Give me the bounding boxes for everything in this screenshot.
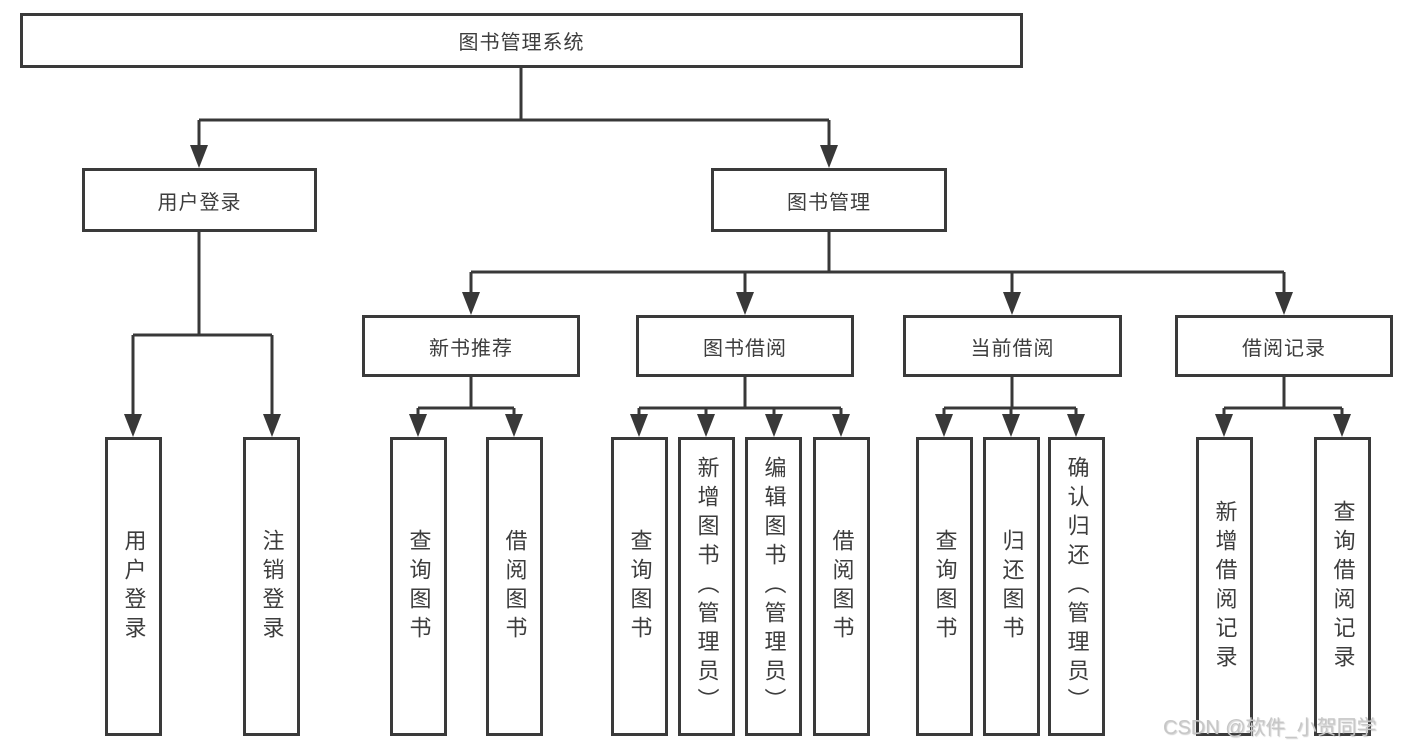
node-label: 新增借阅记录 [1212, 499, 1238, 674]
node-label: 查询借阅记录 [1330, 499, 1356, 674]
node-return-books: 归还图书 [983, 437, 1040, 736]
node-label: 确认归还（管理员） [1064, 456, 1090, 717]
node-label: 查询图书 [406, 528, 432, 645]
node-label: 借阅图书 [829, 528, 855, 645]
node-label: 图书管理 [787, 191, 871, 214]
node-user-login: 用户登录 [105, 437, 162, 736]
node-label: 用户登录 [157, 191, 242, 214]
node-borrow-books-recommend: 借阅图书 [486, 437, 543, 736]
node-label: 图书借阅 [703, 337, 787, 360]
node-user-login-branch: 用户登录 [82, 168, 317, 232]
node-label: 用户登录 [121, 528, 147, 645]
watermark-text: CSDN @软件_小贺同学 [1163, 717, 1377, 739]
node-current-borrowing: 当前借阅 [903, 315, 1122, 377]
node-label: 借阅图书 [502, 528, 528, 645]
node-query-books-recommend: 查询图书 [390, 437, 447, 736]
node-new-book-recommendation: 新书推荐 [362, 315, 580, 377]
node-label: 查询图书 [932, 528, 958, 645]
arrowheads [124, 145, 1351, 437]
node-label: 编辑图书（管理员） [761, 456, 787, 717]
node-query-books-borrow: 查询图书 [611, 437, 668, 736]
node-logout: 注销登录 [243, 437, 300, 736]
node-label: 查询图书 [627, 528, 653, 645]
node-add-borrow-record: 新增借阅记录 [1196, 437, 1253, 736]
node-book-borrowing: 图书借阅 [636, 315, 854, 377]
node-label: 当前借阅 [970, 337, 1055, 360]
node-label: 借阅记录 [1242, 337, 1326, 360]
node-add-books-admin: 新增图书（管理员） [678, 437, 735, 736]
node-label: 注销登录 [259, 528, 285, 645]
node-query-borrow-record: 查询借阅记录 [1314, 437, 1371, 736]
node-library-management-system: 图书管理系统 [20, 13, 1023, 68]
node-book-management-branch: 图书管理 [711, 168, 947, 232]
node-label: 图书管理系统 [458, 32, 585, 54]
node-query-books-current: 查询图书 [916, 437, 973, 736]
node-borrowing-records: 借阅记录 [1175, 315, 1393, 377]
node-label: 归还图书 [999, 528, 1025, 645]
node-borrow-books: 借阅图书 [813, 437, 870, 736]
node-confirm-return-admin: 确认归还（管理员） [1048, 437, 1105, 736]
node-edit-books-admin: 编辑图书（管理员） [745, 437, 802, 736]
node-label: 新书推荐 [429, 337, 513, 360]
node-label: 新增图书（管理员） [694, 456, 720, 717]
